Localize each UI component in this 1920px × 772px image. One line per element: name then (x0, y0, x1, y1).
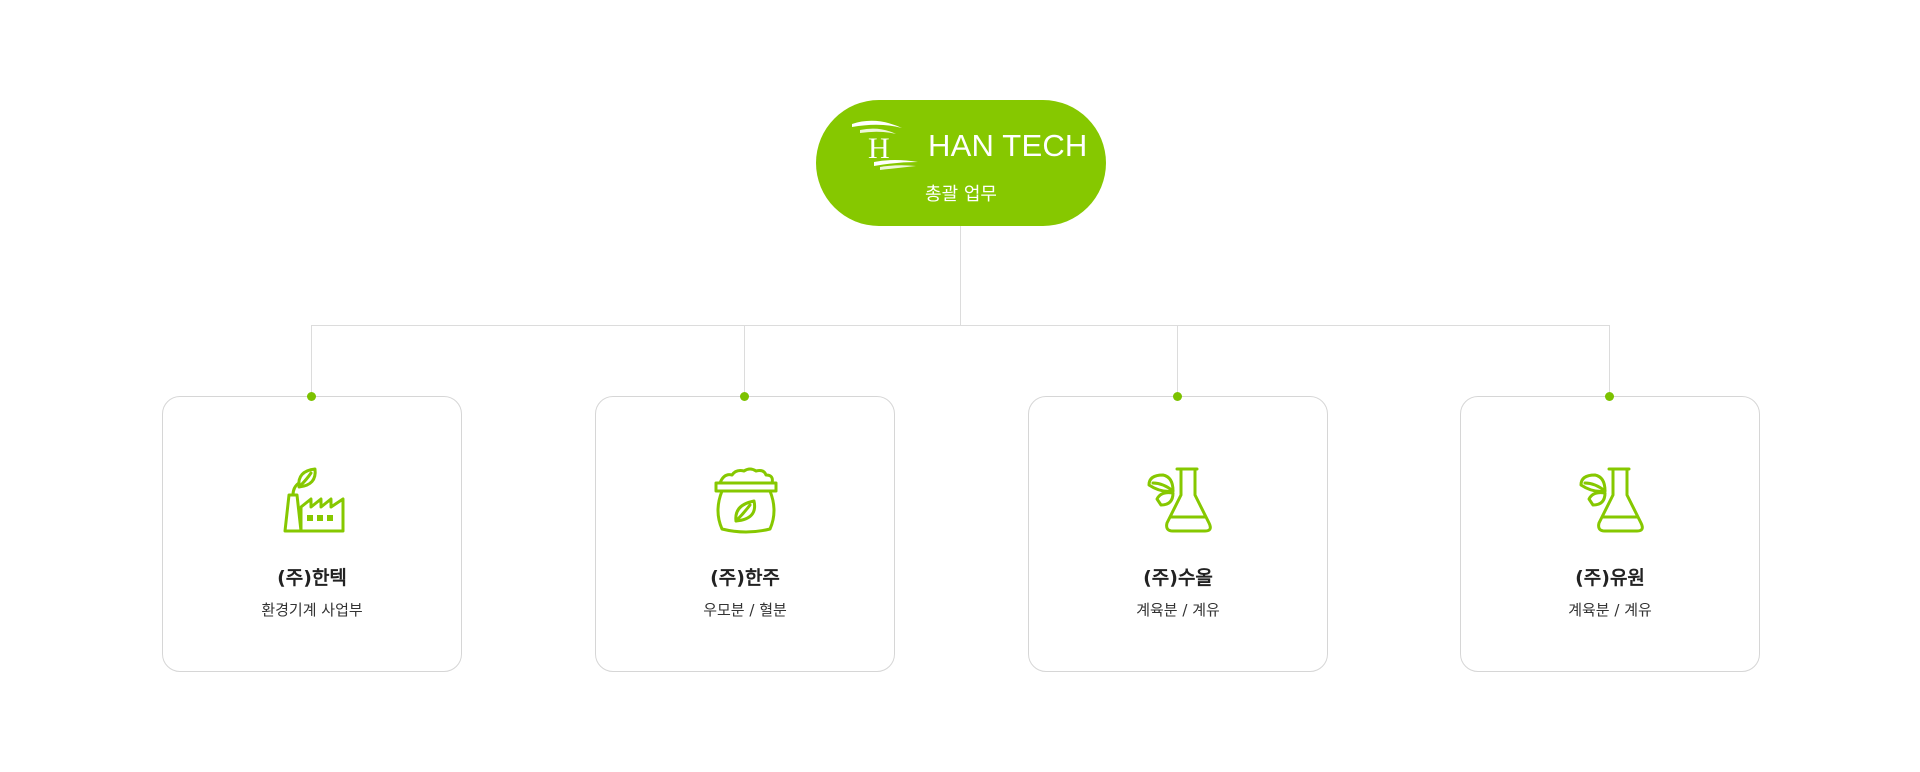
subsidiary-business: 우모분 / 혈분 (703, 601, 787, 619)
connector-dot-3 (1172, 391, 1182, 401)
subsidiary-card-suol: (주)수올 계육분 / 계유 (1028, 396, 1328, 672)
subsidiary-name: (주)한주 (710, 567, 780, 589)
subsidiary-business: 계육분 / 계유 (1136, 601, 1220, 619)
connector-dot-1 (306, 391, 316, 401)
subsidiary-name: (주)한텍 (277, 567, 347, 589)
connector-horizontal (311, 325, 1609, 326)
connector-branch-4 (1609, 325, 1610, 396)
headquarters-role: 총괄 업무 (925, 184, 997, 205)
subsidiary-card-hantek: (주)한텍 환경기계 사업부 (162, 396, 462, 672)
factory-leaf-icon (283, 467, 345, 533)
connector-trunk (960, 226, 961, 326)
subsidiary-card-hanju: (주)한주 우모분 / 혈분 (595, 396, 895, 672)
headquarters-node: H HAN TECH 총괄 업무 (816, 100, 1106, 226)
subsidiary-name: (주)유원 (1575, 567, 1645, 589)
subsidiary-card-yuwon: (주)유원 계육분 / 계유 (1460, 396, 1760, 672)
flask-leaf-icon (1147, 467, 1212, 533)
svg-text:H: H (868, 132, 890, 165)
han-tech-logo-icon: H (852, 120, 918, 170)
headquarters-name: HAN TECH (928, 128, 1088, 163)
connector-dot-4 (1604, 391, 1614, 401)
connector-branch-3 (1177, 325, 1178, 396)
feed-sack-leaf-icon (714, 467, 778, 534)
connector-branch-1 (311, 325, 312, 396)
subsidiary-business: 계육분 / 계유 (1568, 601, 1652, 619)
subsidiary-business: 환경기계 사업부 (261, 601, 363, 619)
flask-leaf-icon (1579, 467, 1644, 533)
connector-branch-2 (744, 325, 745, 396)
subsidiary-name: (주)수올 (1143, 567, 1213, 589)
connector-dot-2 (739, 391, 749, 401)
